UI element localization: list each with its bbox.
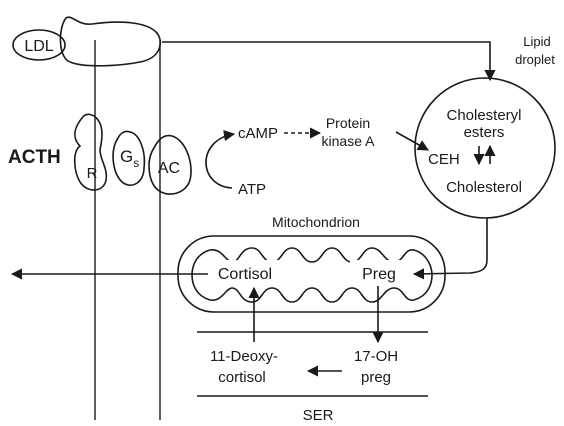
cholesterol-to-preg-arrow	[414, 218, 487, 274]
oh-preg-label-line2: preg	[361, 369, 391, 386]
ac-label: AC	[158, 160, 180, 177]
ldl-receptor-shape	[60, 17, 160, 66]
pka-to-ceh-arrow	[396, 132, 428, 150]
acth-label: ACTH	[8, 147, 61, 168]
cholesteryl-esters-label-line1: Cholesteryl	[446, 107, 521, 124]
gs-main-text: G	[120, 147, 133, 166]
protein-kinase-label-line1: Protein	[326, 115, 370, 131]
lipid-droplet-circle	[415, 78, 555, 218]
preg-label: Preg	[362, 266, 396, 283]
cholesterol-label: Cholesterol	[446, 179, 522, 196]
ldl-label: LDL	[24, 38, 53, 55]
atp-label: ATP	[238, 181, 266, 198]
protein-kinase-label-line2: kinase A	[322, 133, 376, 149]
gs-subscript-text: s	[133, 156, 139, 170]
receptor-label: R	[87, 165, 98, 182]
lipid-droplet-label-line1: Lipid	[523, 34, 550, 49]
gs-protein-label: Gs	[120, 147, 139, 170]
ser-label: SER	[303, 407, 334, 424]
camp-label: cAMP	[238, 125, 278, 142]
mitochondrion-label: Mitochondrion	[272, 214, 360, 230]
lipid-droplet-label-line2: droplet	[515, 52, 555, 67]
ldl-to-droplet-arrow	[162, 42, 490, 80]
oh-preg-label-line1: 17-OH	[354, 348, 398, 365]
atp-to-camp-arrow	[206, 134, 234, 188]
ceh-label: CEH	[428, 151, 460, 168]
cortisol-label: Cortisol	[218, 266, 272, 283]
deoxycortisol-label-line2: cortisol	[218, 369, 266, 386]
cholesteryl-esters-label-line2: esters	[464, 124, 505, 141]
deoxycortisol-label-line1: 11-Deoxy-	[210, 348, 278, 365]
